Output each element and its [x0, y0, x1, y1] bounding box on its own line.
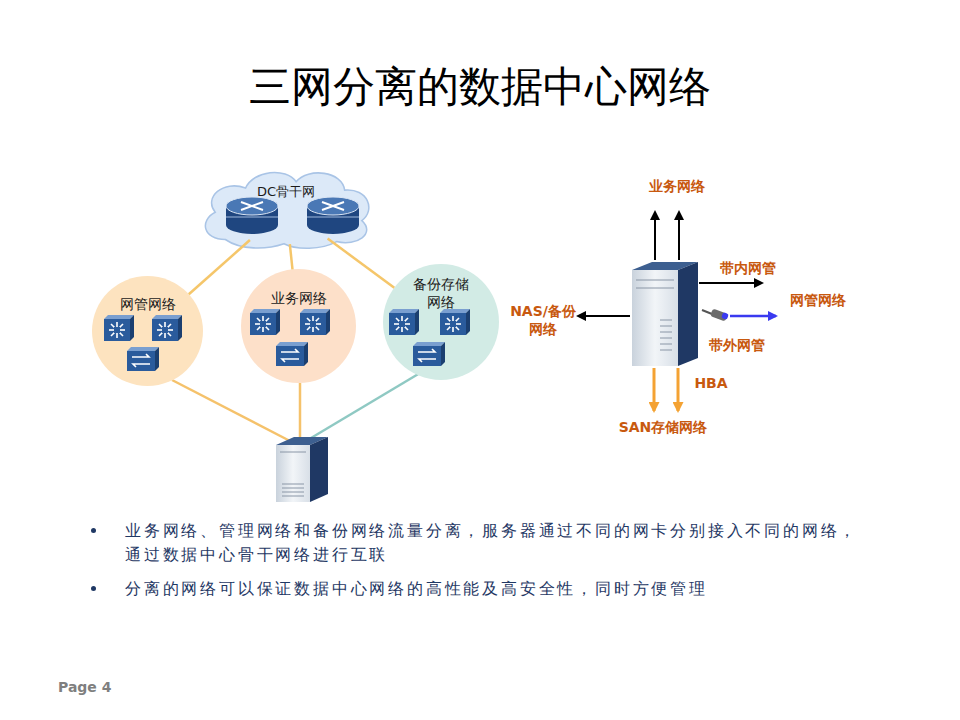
switch-icon [152, 315, 182, 341]
backbone-link [189, 240, 250, 294]
backbone-link [328, 239, 395, 288]
switch-icon [389, 309, 419, 335]
bullet-dot [91, 528, 96, 533]
network-circle: 网管网络 [92, 276, 203, 386]
circle-shape [383, 264, 499, 380]
switch-icon [300, 309, 330, 335]
slide-title: 三网分离的数据中心网络 [0, 62, 960, 112]
node-label: DC骨干网 [226, 183, 346, 201]
cloud-node: DC骨干网 [195, 166, 377, 250]
cable-icon [702, 309, 729, 322]
port-label: HBA [694, 374, 727, 392]
backbone-link [290, 244, 293, 269]
arrow [677, 368, 680, 411]
cloud-outline [195, 166, 377, 250]
arrow [730, 315, 776, 318]
server-wires [172, 370, 425, 441]
wire [172, 380, 290, 441]
circle-shape [92, 276, 203, 386]
switch-icon [127, 347, 159, 371]
circle-outline [383, 264, 499, 380]
arrow [699, 282, 762, 284]
server-icon [276, 437, 328, 502]
arrow [653, 368, 656, 411]
router-icons [226, 197, 359, 234]
server-tower [632, 262, 698, 366]
bullet-text: 分离的网络可以保证数据中心网络的高性能及高安全性，同时方便管理 [125, 577, 867, 601]
switch-icons [104, 309, 470, 371]
switch-icon [440, 309, 470, 335]
switch-icon [104, 315, 134, 341]
page-number: Page 4 [58, 678, 111, 696]
circle-outline [92, 276, 203, 386]
wire [306, 370, 425, 441]
network-circle: 业务网络 [241, 269, 356, 383]
port-label: NAS/备份 网络 [508, 302, 578, 338]
switch-icon [276, 342, 308, 366]
port-label: 带内网管 [720, 259, 776, 277]
bullet-text: 业务网络、管理网络和备份网络流量分离，服务器通过不同的网卡分别接入不同的网络， … [125, 519, 867, 567]
network-circle: 备份存储 网络 [383, 264, 499, 380]
router-icon [226, 197, 278, 234]
cloud-shape [205, 172, 368, 248]
node-label: 备份存储 网络 [409, 275, 473, 311]
circle-shape [241, 269, 356, 383]
node-label: 业务网络 [249, 289, 349, 307]
circle-outline [241, 269, 356, 383]
wire [299, 383, 302, 441]
node-label: 网管网络 [98, 295, 198, 313]
bullet-dot [91, 586, 96, 591]
arrow [654, 212, 656, 260]
port-arrows [578, 212, 776, 411]
switch-icon [413, 342, 445, 366]
arrow [678, 212, 680, 260]
router-icon [307, 197, 359, 234]
switch-icon [250, 309, 280, 335]
port-label: 网管网络 [790, 291, 846, 309]
arrow [578, 315, 630, 317]
port-label: 业务网络 [649, 177, 705, 195]
port-label: SAN存储网络 [619, 418, 708, 436]
port-label: 带外网管 [709, 336, 765, 354]
